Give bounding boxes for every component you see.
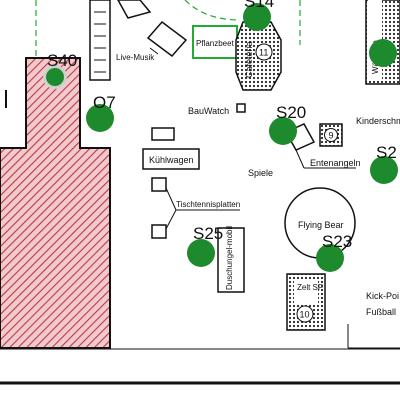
cafeteria-number: 11: [259, 48, 268, 58]
marker-s40-label: S40: [47, 51, 77, 70]
zelt-number: 10: [300, 310, 310, 320]
marker-s2-dot[interactable]: [370, 156, 398, 184]
cafeteria-label: Cafeteria: [244, 41, 254, 78]
marker-s20[interactable]: S20: [269, 103, 306, 145]
entenangeln-label: Entenangeln: [310, 158, 361, 168]
dashed-path-top: [184, 0, 241, 21]
duschmobil-box: [217, 227, 245, 293]
table-tennis-2: [151, 224, 167, 239]
marker-top-right-dot[interactable]: [369, 39, 397, 67]
cafeteria-number-badge: [255, 43, 273, 61]
zelt-inner: [294, 280, 318, 304]
flying-bear-label: Flying Bear: [298, 220, 344, 230]
marker-s23[interactable]: S23: [316, 232, 352, 272]
marker-s14[interactable]: S14: [243, 0, 274, 31]
marker-s40-dot[interactable]: [46, 68, 64, 86]
pflanzbeet-area: [192, 25, 238, 59]
baumwatch-box: [236, 103, 246, 113]
duschmobil-label: Duschungel-mobil: [225, 226, 234, 290]
zelt-label: Zelt SF: [297, 283, 323, 292]
marker-s25[interactable]: S25: [187, 224, 223, 267]
zelt-number-badge: [296, 305, 314, 323]
kick-point-label: Kick-Poi: [366, 291, 399, 301]
marker-s2[interactable]: S2: [370, 143, 398, 184]
spiele-label: Spiele: [248, 168, 273, 178]
marker-s40[interactable]: S40: [43, 51, 77, 89]
live-music-label: Live-Musik: [116, 53, 155, 62]
marker-o7-label: O7: [93, 93, 116, 112]
marker-o7-dot[interactable]: [86, 104, 114, 132]
marker-s2-label: S2: [376, 143, 397, 162]
marker-s14-label: S14: [244, 0, 274, 11]
marker-s20-dot[interactable]: [269, 117, 297, 145]
baumwatch-label: BauWatch: [188, 106, 229, 116]
entenangeln-leader: [295, 149, 305, 169]
kuehlwagen-label: Kühlwagen: [149, 155, 194, 165]
live-music-leader: [149, 47, 159, 55]
kinderschminken-label: Kinderschm: [356, 116, 400, 126]
fussball-label: Fußball: [366, 307, 396, 317]
stage-stairs: [94, 11, 106, 73]
marker-o7[interactable]: O7: [86, 93, 116, 132]
live-music-stage: [117, 0, 152, 19]
kinderschminken-number-badge: [324, 128, 338, 142]
table-tennis-label: Tischtennisplatten: [176, 200, 240, 209]
pflanzbeet-label: Pflanzbeet: [196, 39, 235, 48]
table-tennis-1: [151, 177, 167, 192]
kuehlwagen-box: [142, 148, 200, 170]
table-tennis-leader-2: [165, 209, 177, 230]
small-stall-1: [151, 127, 175, 141]
marker-s23-dot[interactable]: [316, 244, 344, 272]
table-tennis-leader-1: [165, 187, 177, 211]
marker-s23-label: S23: [322, 232, 352, 251]
marker-s25-label: S25: [193, 224, 223, 243]
marker-top-right[interactable]: [369, 39, 397, 67]
marker-s20-label: S20: [276, 103, 306, 122]
live-music-truck: [146, 20, 188, 58]
hatched-building: [0, 57, 111, 349]
marker-s25-dot[interactable]: [187, 239, 215, 267]
marker-s14-dot[interactable]: [243, 3, 271, 31]
kinderschminken-number: 9: [329, 131, 334, 141]
